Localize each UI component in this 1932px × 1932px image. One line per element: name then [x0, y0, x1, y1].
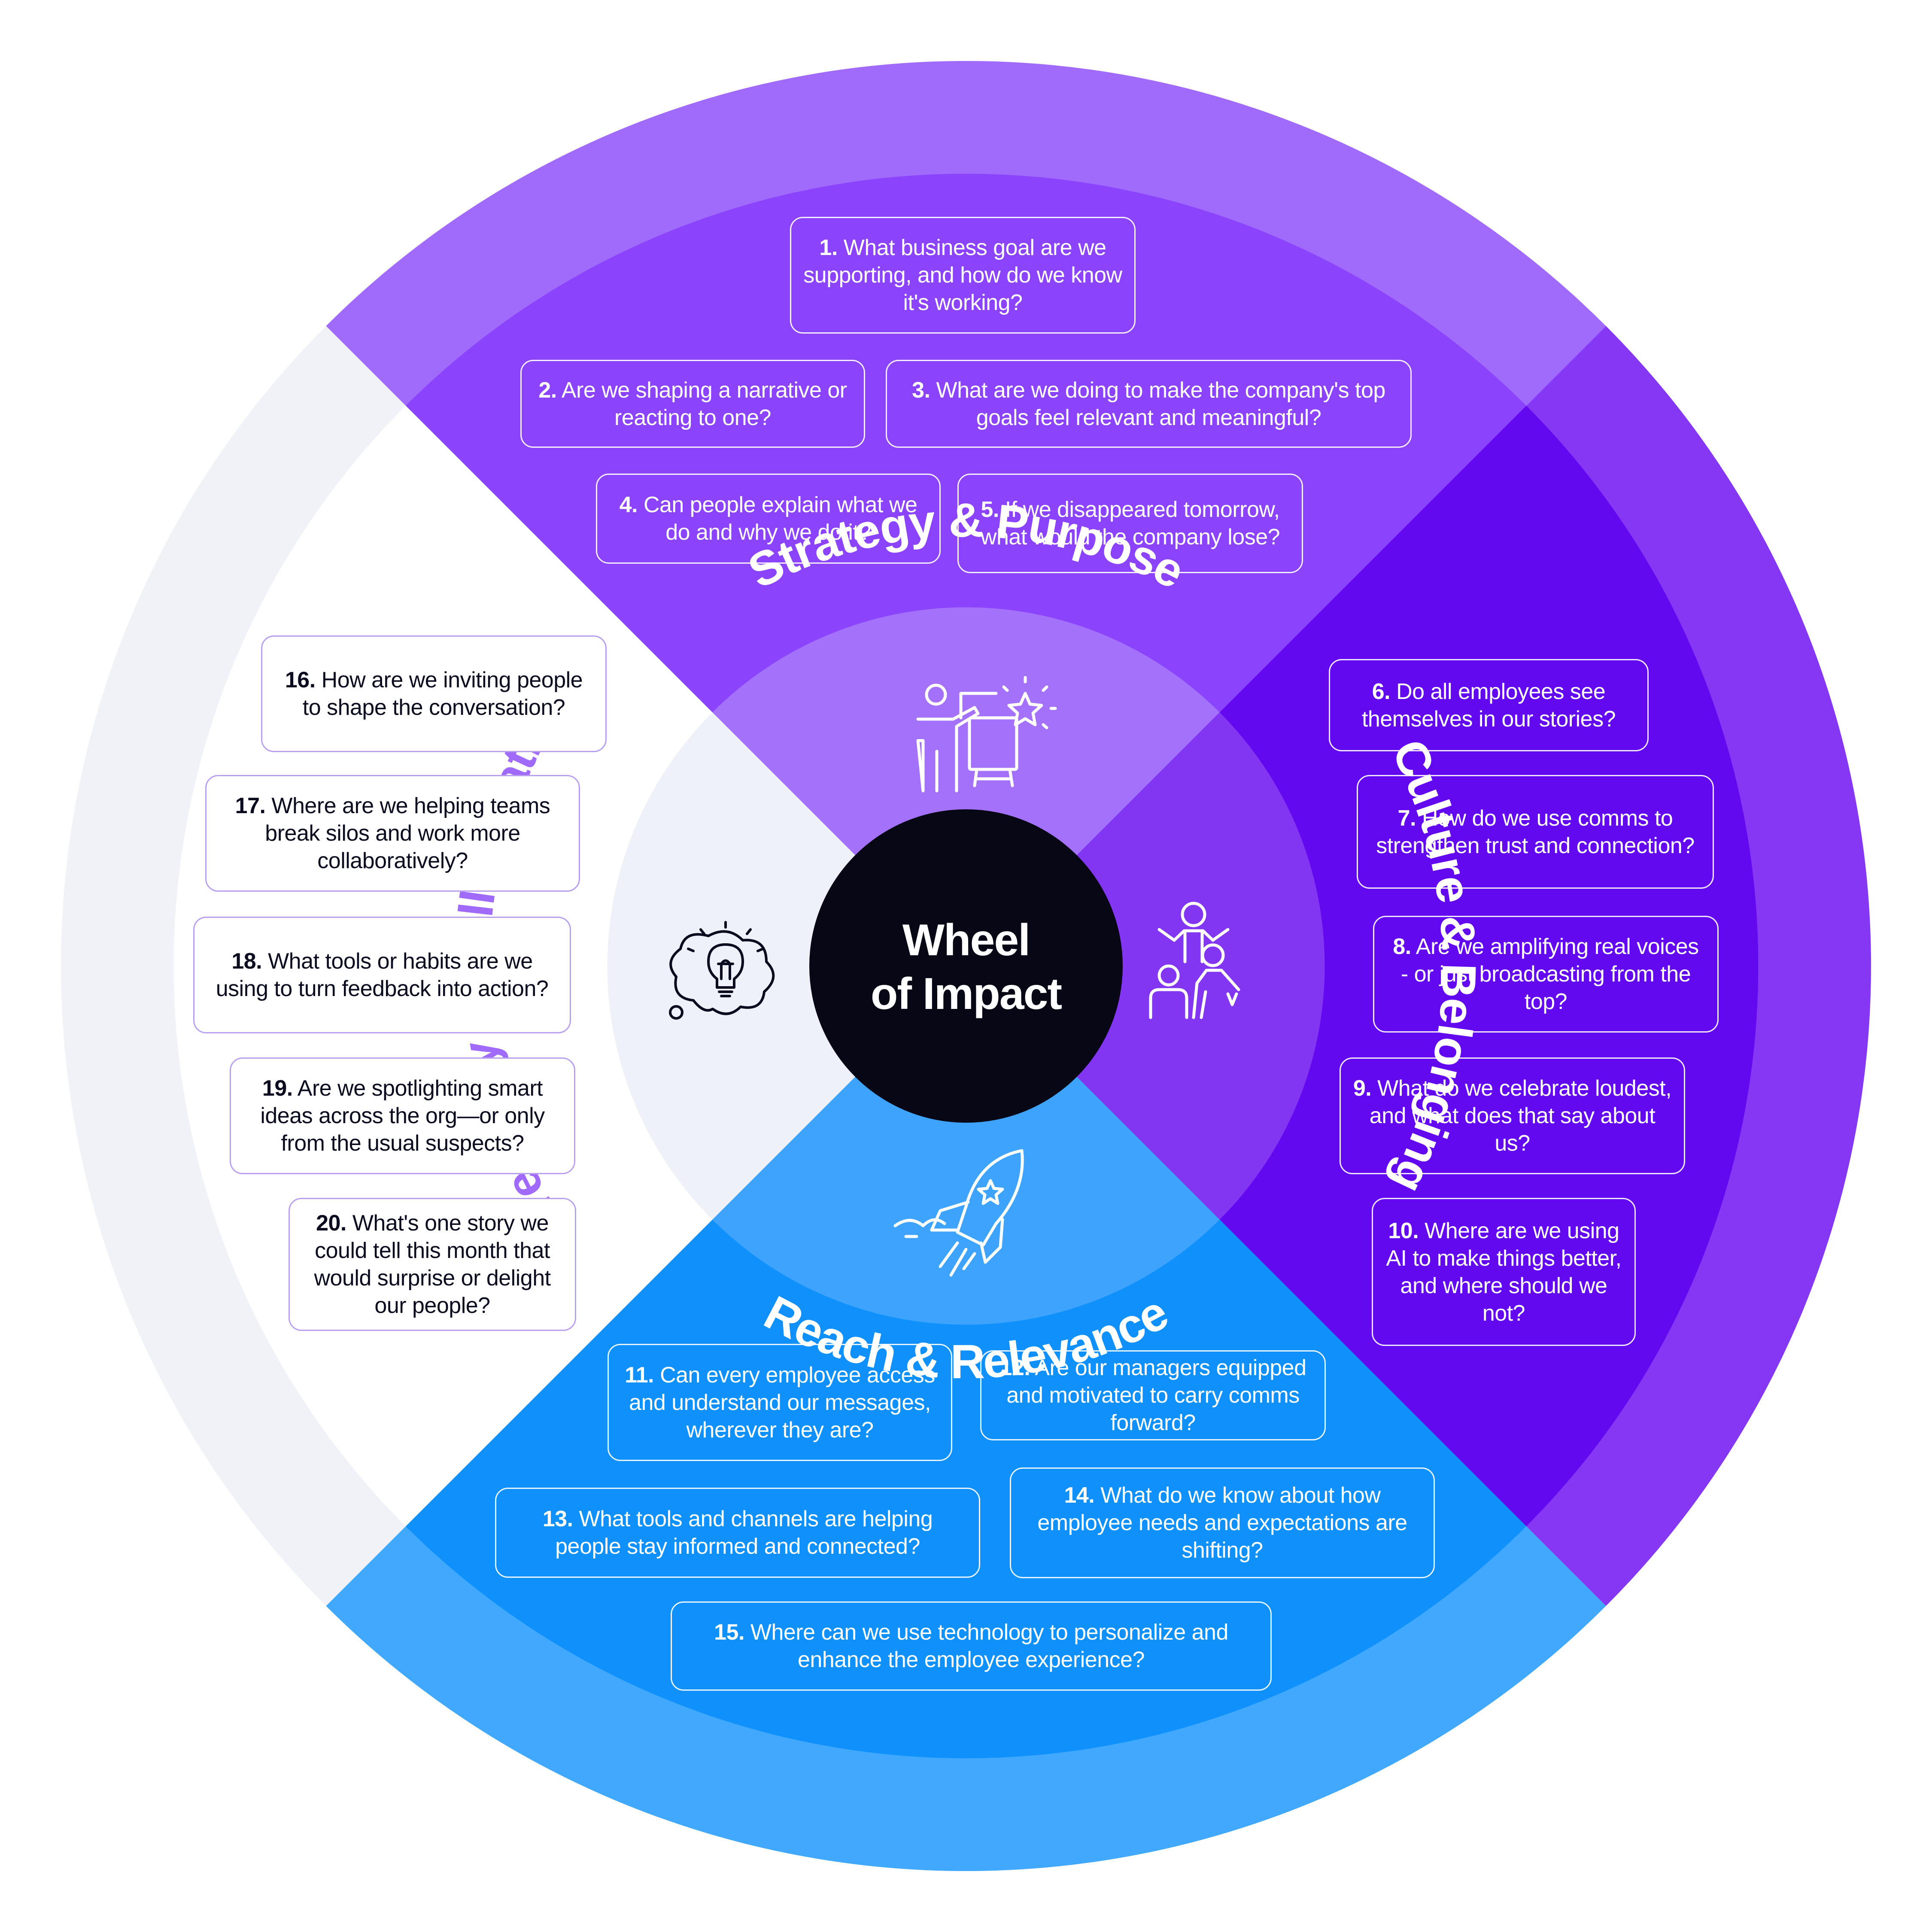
- question-text: How are we inviting people to shape the …: [302, 668, 583, 720]
- question-box-11: 11. Can every employee access and unders…: [608, 1344, 952, 1461]
- question-box-4: 4. Can people explain what we do and why…: [596, 474, 941, 564]
- question-box-18: 18. What tools or habits are we using to…: [193, 917, 571, 1033]
- question-text: Are we shaping a narrative or reacting t…: [561, 377, 847, 430]
- question-number: 11.: [625, 1362, 654, 1388]
- question-box-20: 20. What's one story we could tell this …: [289, 1198, 576, 1331]
- question-text: Can every employee access and understand…: [629, 1362, 935, 1443]
- question-text: Are we amplifying real voices - or just …: [1400, 934, 1699, 1014]
- question-box-14: 14. What do we know about how employee n…: [1010, 1467, 1435, 1578]
- question-number: 10.: [1388, 1218, 1419, 1243]
- question-text: How do we use comms to strengthen trust …: [1376, 805, 1695, 858]
- question-number: 13.: [542, 1507, 573, 1531]
- question-box-3: 3. What are we doing to make the company…: [886, 360, 1412, 448]
- question-text: What are we doing to make the company's …: [936, 377, 1386, 430]
- culture-inner-wedge: [966, 406, 1759, 1526]
- question-number: 7.: [1397, 805, 1416, 831]
- question-text: Where are we helping teams break silos a…: [265, 793, 550, 873]
- question-text: Where are we using AI to make things bet…: [1386, 1218, 1622, 1326]
- lightbulb-thought-icon: [669, 921, 775, 1020]
- question-number: 9.: [1353, 1076, 1372, 1101]
- question-number: 17.: [235, 793, 266, 818]
- center-title-line1: Wheel: [902, 915, 1030, 965]
- question-number: 19.: [262, 1076, 293, 1101]
- question-text: Where can we use technology to personali…: [750, 1620, 1229, 1672]
- center-title-line2: of Impact: [871, 969, 1062, 1019]
- question-box-13: 13. What tools and channels are helping …: [495, 1488, 980, 1578]
- question-number: 6.: [1372, 679, 1391, 704]
- reach-inner-wedge: [406, 966, 1526, 1759]
- rocket-icon: [893, 1149, 1024, 1277]
- question-box-19: 19. Are we spotlighting smart ideas acro…: [230, 1057, 575, 1174]
- question-text: Are our managers equipped and motivated …: [1006, 1355, 1306, 1435]
- question-text: Do all employees see themselves in our s…: [1361, 679, 1616, 732]
- question-number: 8.: [1393, 934, 1411, 959]
- question-text: What do we know about how employee needs…: [1037, 1483, 1407, 1563]
- question-text: If we disappeared tomorrow, what would t…: [980, 497, 1280, 550]
- question-box-8: 8. Are we amplifying real voices - or ju…: [1373, 916, 1719, 1033]
- question-number: 20.: [316, 1211, 346, 1236]
- question-number: 3.: [912, 377, 930, 403]
- question-box-15: 15. Where can we use technology to perso…: [671, 1601, 1272, 1691]
- question-number: 12.: [999, 1355, 1030, 1380]
- question-box-16: 16. How are we inviting people to shape …: [261, 635, 607, 752]
- question-text: What tools or habits are we using to tur…: [216, 949, 549, 1001]
- question-number: 5.: [981, 497, 999, 522]
- question-box-6: 6. Do all employees see themselves in ou…: [1329, 659, 1649, 751]
- question-number: 15.: [714, 1620, 744, 1645]
- question-box-7: 7. How do we use comms to strengthen tru…: [1357, 775, 1714, 889]
- question-text: What tools and channels are helping peop…: [555, 1507, 933, 1559]
- strategy-hub-wedge: [712, 607, 1220, 966]
- question-box-10: 10. Where are we using AI to make things…: [1372, 1198, 1636, 1346]
- people-celebrating-icon: [1149, 902, 1240, 1019]
- question-box-12: 12. Are our managers equipped and motiva…: [980, 1350, 1326, 1440]
- question-number: 2.: [538, 377, 557, 403]
- question-box-9: 9. What do we celebrate loudest, and wha…: [1340, 1057, 1685, 1174]
- question-number: 14.: [1064, 1483, 1095, 1508]
- reach-hub-wedge: [712, 966, 1220, 1325]
- question-text: Can people explain what we do and why we…: [643, 492, 917, 545]
- question-box-17: 17. Where are we helping teams break sil…: [205, 775, 580, 892]
- question-box-2: 2. Are we shaping a narrative or reactin…: [520, 360, 865, 448]
- presentation-star-icon: [916, 676, 1057, 793]
- question-box-5: 5. If we disappeared tomorrow, what woul…: [957, 474, 1303, 573]
- question-number: 4.: [619, 492, 638, 517]
- question-number: 18.: [231, 949, 262, 974]
- question-box-1: 1. What business goal are we supporting,…: [790, 217, 1136, 334]
- question-number: 16.: [285, 668, 316, 693]
- question-text: What's one story we could tell this mont…: [314, 1211, 551, 1318]
- culture-hub-wedge: [966, 712, 1325, 1220]
- center-circle: [809, 809, 1123, 1123]
- creativity-hub-wedge: [607, 712, 966, 1220]
- question-number: 1.: [819, 235, 838, 260]
- question-text: Are we spotlighting smart ideas across t…: [260, 1076, 545, 1156]
- question-text: What business goal are we supporting, an…: [803, 235, 1122, 315]
- question-text: What do we celebrate loudest, and what d…: [1369, 1076, 1672, 1156]
